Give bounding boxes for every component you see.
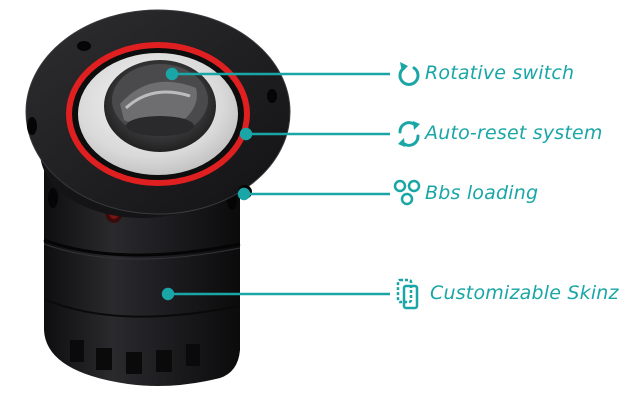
feature-label-customizable-skinz: Customizable Skinz <box>430 282 619 304</box>
rotate-arrow-icon <box>398 62 420 86</box>
pointer-dot-skinz <box>161 287 175 301</box>
feature-label-rotative-switch: Rotative switch <box>425 62 575 84</box>
bbs-circles-icon <box>393 179 421 206</box>
auto-reset-arrows-icon <box>398 121 420 147</box>
pointer-dot-rotative <box>165 67 179 81</box>
phone-skin-icon <box>396 278 419 310</box>
rotative-switch-knob <box>104 60 216 152</box>
feature-pointers <box>161 67 390 301</box>
pointer-dot-bbs <box>237 187 251 201</box>
feature-label-bbs-loading: Bbs loading <box>425 182 539 204</box>
pointer-dot-auto-reset <box>239 127 253 141</box>
feature-label-auto-reset-system: Auto-reset system <box>425 122 603 144</box>
